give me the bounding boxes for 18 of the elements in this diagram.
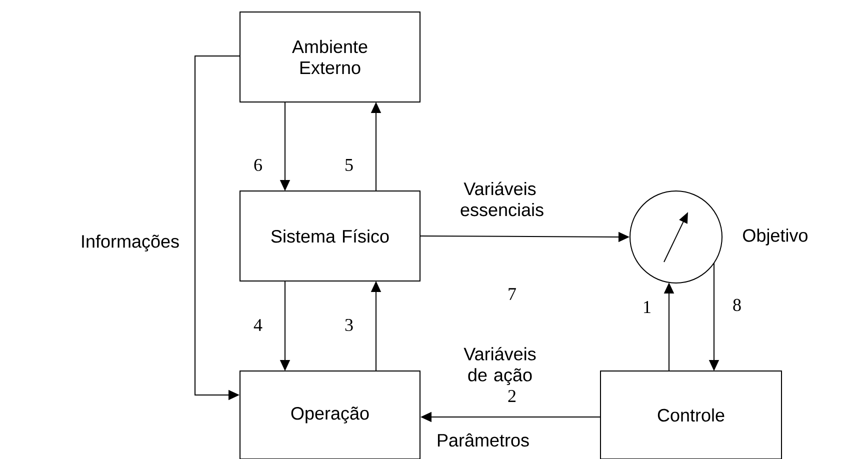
label: Variáveis de ação <box>464 346 536 386</box>
edge-label: Variáveis essenciais <box>460 182 544 216</box>
process-box: Ambiente Externo <box>240 12 420 102</box>
edge-label: 8 <box>733 298 741 312</box>
edge-label: 1 <box>644 301 650 313</box>
edge-label: 4 <box>254 319 262 331</box>
process-box: Controle <box>600 370 782 459</box>
dial-circle <box>630 190 722 284</box>
edge-label: 3 <box>345 318 353 332</box>
edge-label: 6 <box>254 158 262 172</box>
label: Parâmetros <box>438 433 529 447</box>
label: 7 <box>508 288 516 300</box>
process-box: Operação <box>240 370 420 459</box>
node-caption: Objetivo <box>743 228 808 246</box>
edge-label: 5 <box>346 159 353 171</box>
edge-label: Informações <box>82 234 179 252</box>
process-box: Sistema Físico <box>240 190 420 282</box>
edge-label: 2 <box>508 390 516 402</box>
